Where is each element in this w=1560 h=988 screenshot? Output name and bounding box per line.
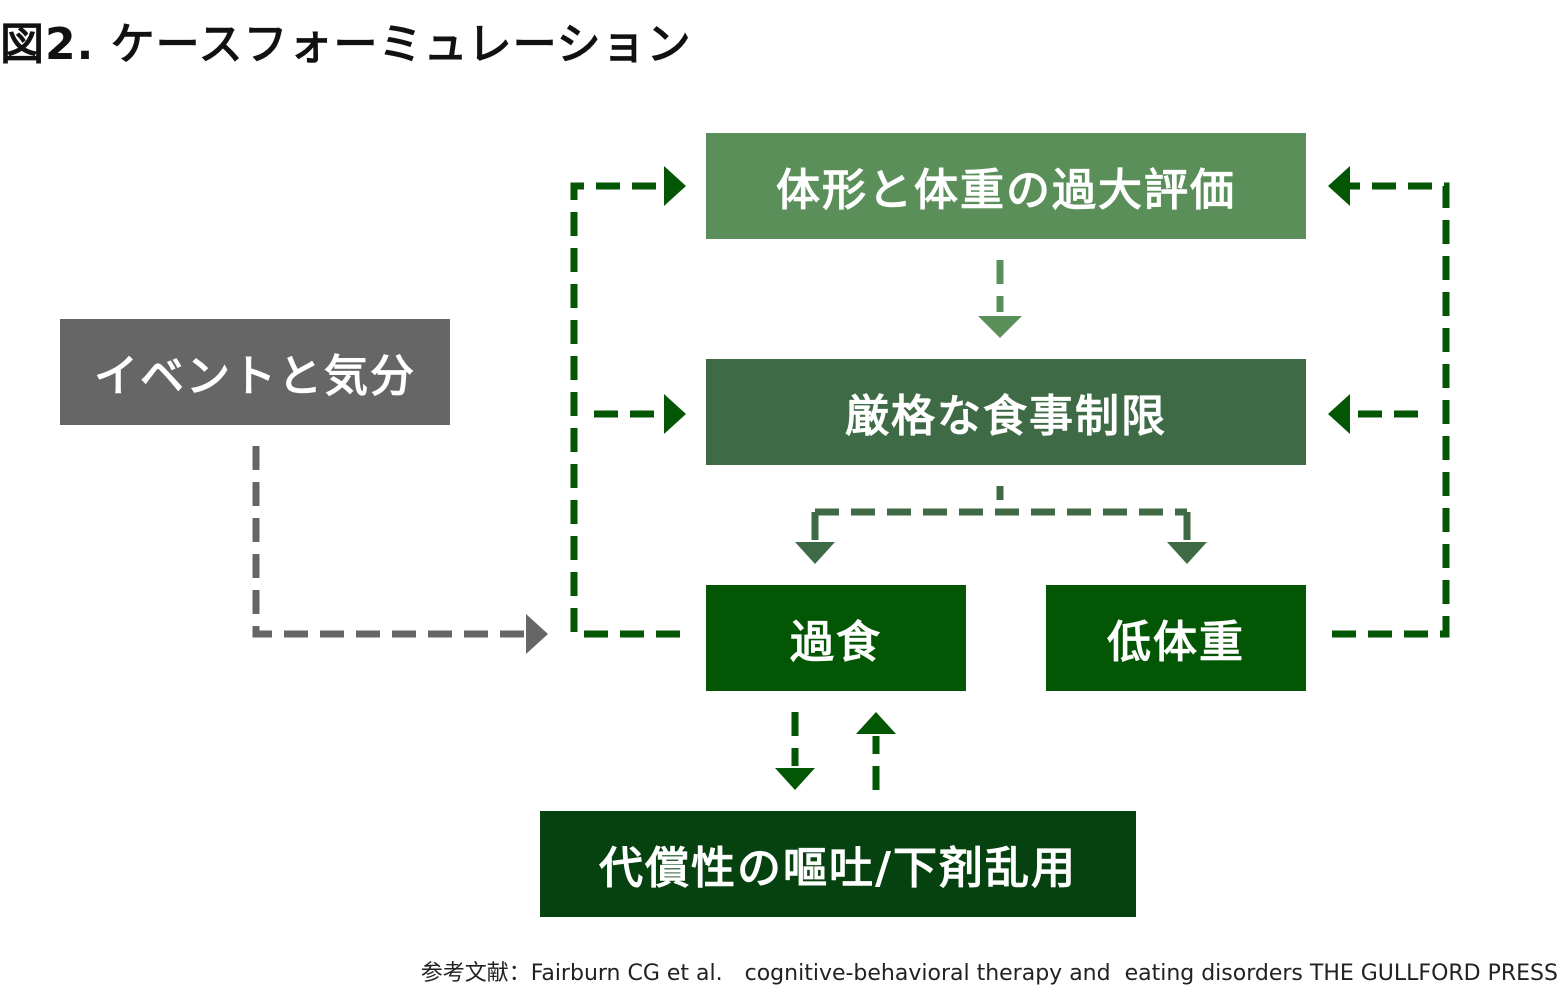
node-compensatory-behavior: 代償性の嘔吐/下剤乱用 — [540, 811, 1136, 917]
figure-title: 図2. ケースフォーミュレーション — [0, 19, 692, 70]
reference-citation: 参考文献：Fairburn CG et al. cognitive-behavi… — [420, 961, 1558, 986]
node-event-mood: イベントと気分 — [60, 319, 450, 425]
arrow-event-to-binge — [252, 446, 548, 654]
node-dietary-restriction: 厳格な食事制限 — [706, 359, 1306, 465]
node-binge-eating: 過食 — [706, 585, 966, 691]
arrow-compensatory-to-binge — [856, 712, 896, 790]
arrow-low-weight-to-overevaluation-and-restriction — [1328, 166, 1450, 638]
arrow-binge-to-compensatory — [775, 712, 815, 790]
node-overevaluation: 体形と体重の過大評価 — [706, 133, 1306, 239]
arrow-binge-to-overevaluation-and-restriction — [570, 166, 686, 638]
arrow-restriction-to-binge-and-low-weight — [795, 486, 1207, 564]
node-low-weight: 低体重 — [1046, 585, 1306, 691]
arrow-overevaluation-to-restriction — [978, 260, 1022, 338]
